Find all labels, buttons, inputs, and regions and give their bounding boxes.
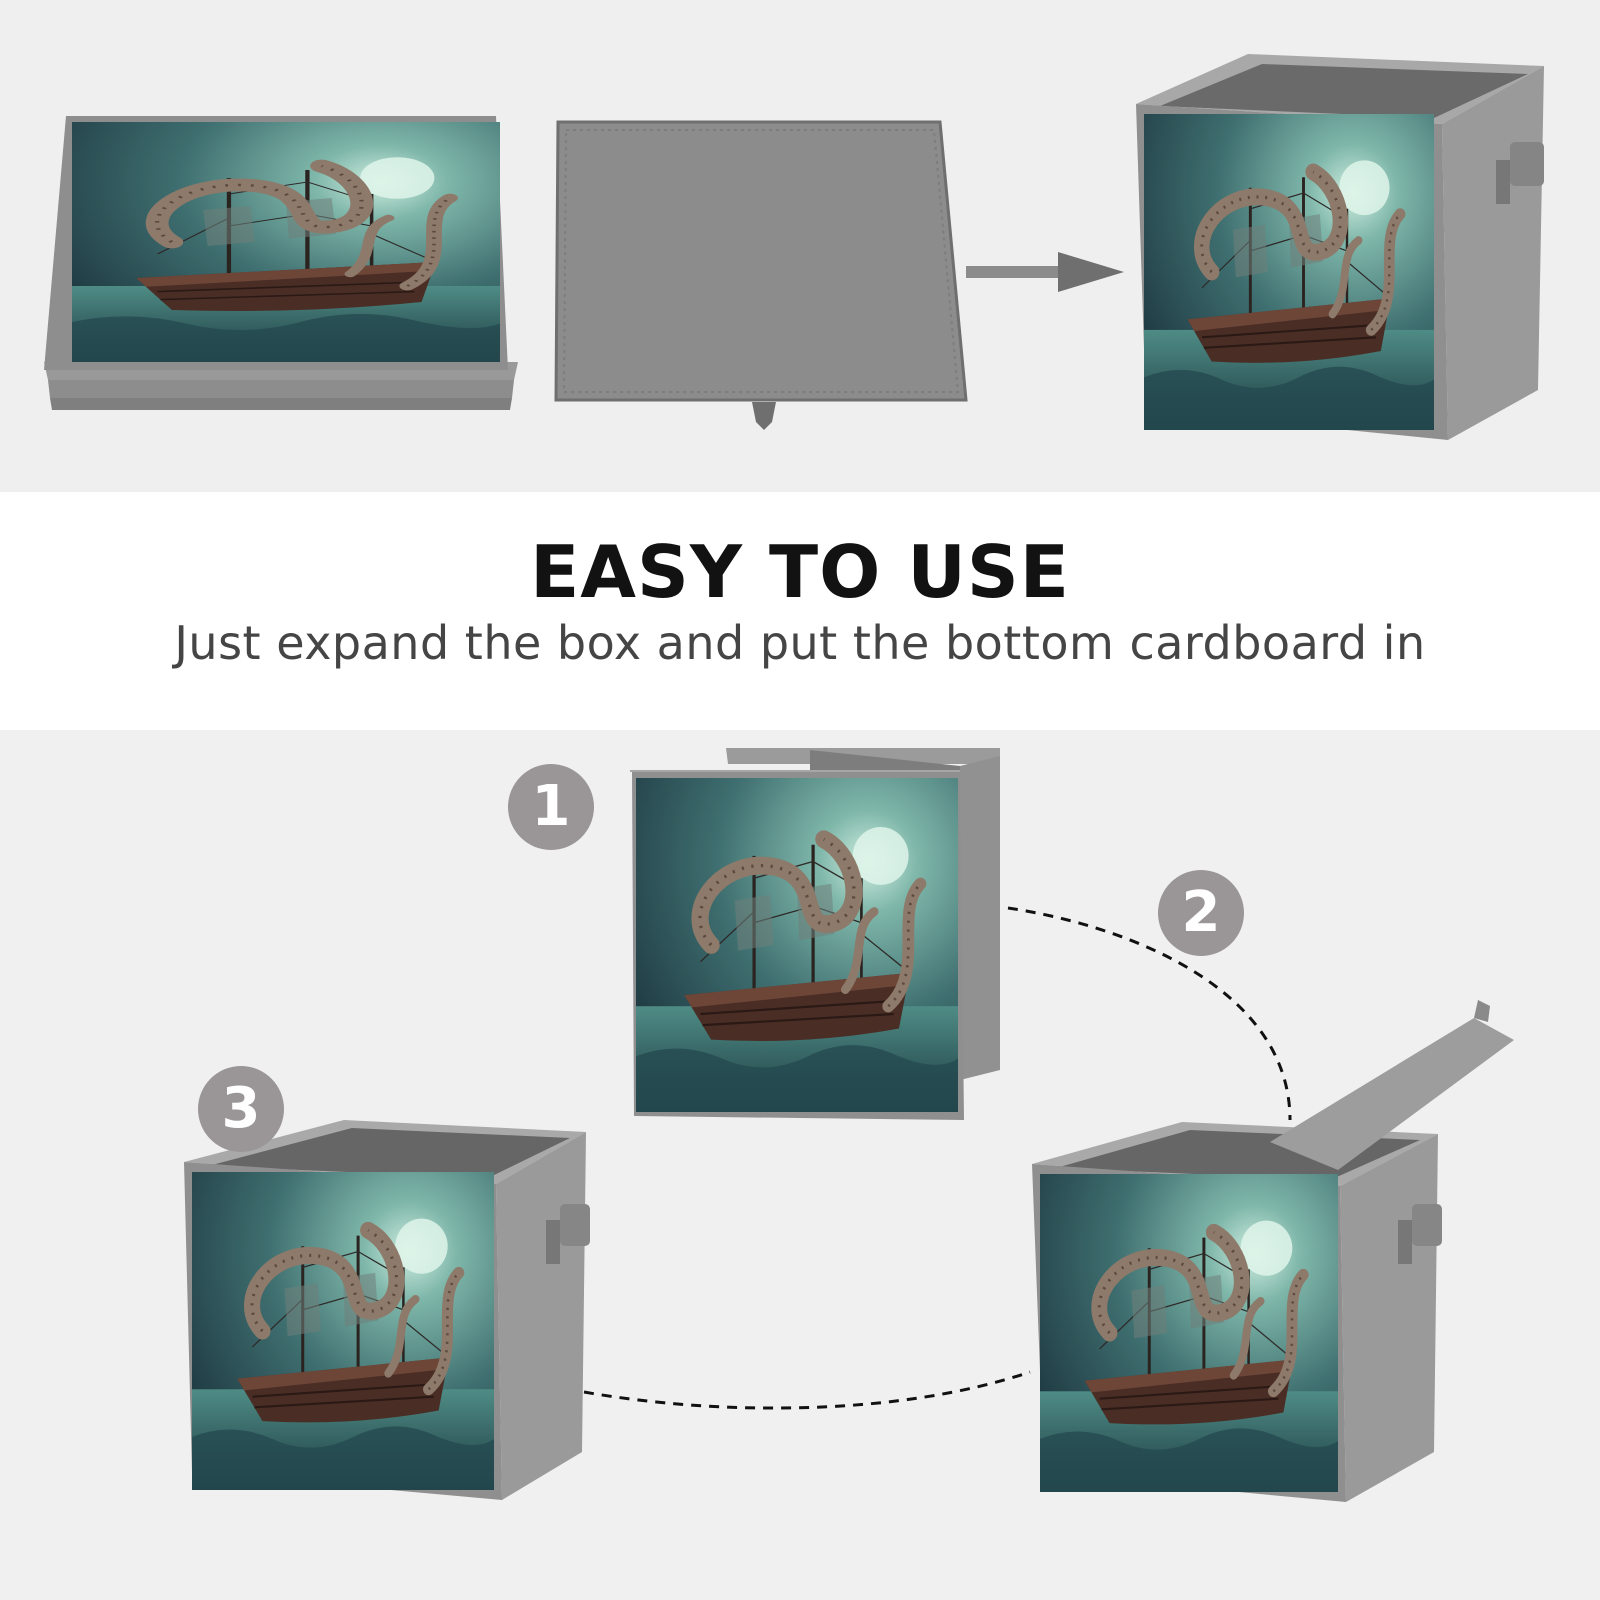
kraken-ship-artwork <box>636 778 958 1112</box>
step-connector-dashed <box>1007 906 1292 1121</box>
folding-demo-illustration <box>44 54 1544 440</box>
assembly-steps-illustration <box>184 748 1514 1502</box>
folding-demo-panel <box>0 0 1600 492</box>
half-folded-box <box>630 748 1000 1120</box>
folded-box <box>44 116 518 410</box>
step-connector-dashed <box>583 1370 1031 1410</box>
kraken-ship-artwork <box>192 1172 494 1490</box>
kraken-ship-artwork <box>1144 114 1434 430</box>
assembly-steps-panel: 1 2 3 <box>0 730 1600 1600</box>
expanded-box <box>1136 54 1544 440</box>
kraken-ship-artwork <box>72 122 500 362</box>
assembled-box <box>184 1120 590 1500</box>
headline-band: EASY TO USE Just expand the box and put … <box>0 492 1600 730</box>
headline-title: EASY TO USE <box>530 530 1070 614</box>
step-2-badge: 2 <box>1158 870 1244 956</box>
kraken-ship-artwork <box>1040 1174 1338 1492</box>
step-3-badge: 3 <box>198 1066 284 1152</box>
headline-subtitle: Just expand the box and put the bottom c… <box>174 616 1426 670</box>
bottom-cardboard <box>554 120 968 430</box>
box-inserting-cardboard <box>1032 1000 1514 1502</box>
step-1-badge: 1 <box>508 764 594 850</box>
arrow-right-icon <box>966 252 1124 292</box>
